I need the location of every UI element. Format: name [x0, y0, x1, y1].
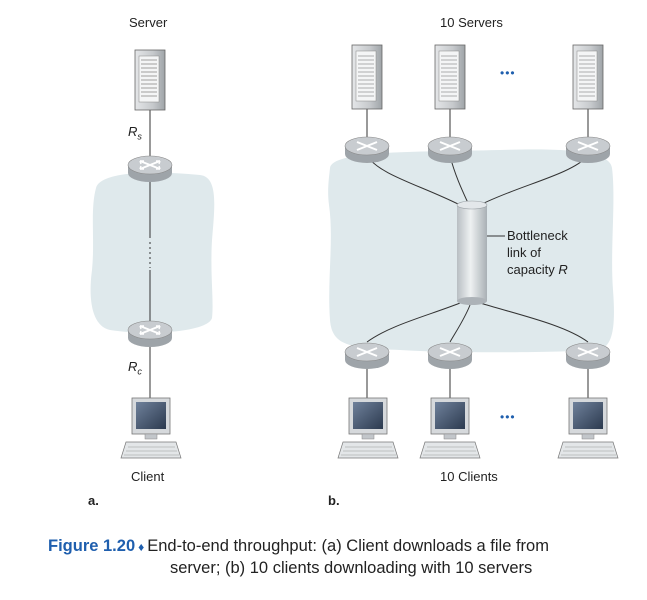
rs-label: Rs: [128, 124, 142, 142]
diamond-icon: ♦: [138, 540, 145, 554]
clients-label: 10 Clients: [440, 469, 498, 484]
server-label: Server: [129, 15, 168, 30]
panel-b: [337, 44, 619, 459]
rc-label: Rc: [128, 359, 142, 377]
panel-a: [120, 49, 182, 459]
figure-number: Figure 1.20: [48, 537, 136, 555]
server-icon: [351, 44, 383, 110]
client-computer-icon: [337, 397, 399, 459]
ellipsis-servers: •••: [500, 66, 516, 80]
router-icon: [565, 342, 611, 369]
router-icon: [344, 136, 390, 163]
router-icon: [344, 342, 390, 369]
rs-subscript: s: [137, 131, 142, 142]
ellipsis-clients: •••: [500, 410, 516, 424]
bottleneck-link-cylinder: [456, 200, 488, 305]
router-icon: [127, 155, 173, 182]
caption-line1: End-to-end throughput: (a) Client downlo…: [147, 537, 549, 555]
client-label: Client: [131, 469, 165, 484]
panel-a-letter: a.: [88, 493, 99, 508]
server-icon: [434, 44, 466, 110]
server-icon: [572, 44, 604, 110]
bottleneck-label-line1: Bottleneck: [507, 228, 568, 243]
router-icon: [427, 342, 473, 369]
router-icon: [127, 320, 173, 347]
client-computer-icon: [419, 397, 481, 459]
panel-b-letter: b.: [328, 493, 340, 508]
bottleneck-label-line2: link of: [507, 245, 541, 260]
caption-line2: server; (b) 10 clients downloading with …: [170, 559, 533, 577]
capacity-variable: R: [558, 262, 568, 277]
rc-subscript: c: [137, 366, 142, 377]
router-icon: [427, 136, 473, 163]
router-icon: [565, 136, 611, 163]
server-icon: [134, 49, 166, 111]
client-computer-icon: [120, 397, 182, 459]
client-computer-icon: [557, 397, 619, 459]
figure-caption: Figure 1.20♦End-to-end throughput: (a) C…: [48, 536, 638, 579]
network-cloud-a: [90, 172, 215, 333]
bottleneck-label-line3: capacity R: [507, 262, 568, 277]
servers-label: 10 Servers: [440, 15, 503, 30]
